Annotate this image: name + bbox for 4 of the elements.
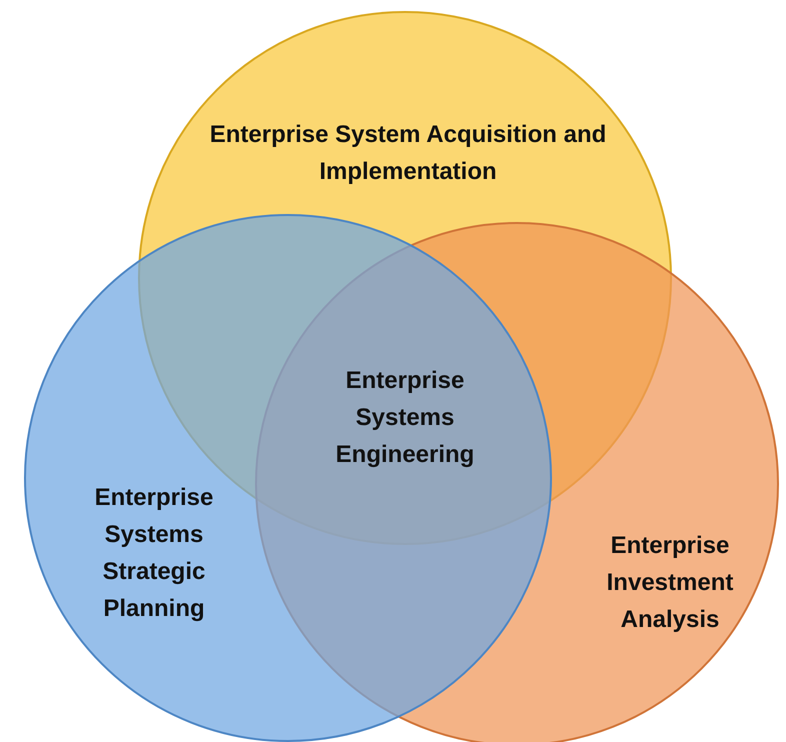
circle-label: Enterprise System Acquisition and Implementation (208, 120, 608, 187)
circle-label: Enterprise Systems Strategic Planning (94, 483, 214, 624)
overlap-label: Enterprise Systems Engineering (334, 366, 476, 470)
circle-label: Enterprise Investment Analysis (606, 531, 734, 635)
